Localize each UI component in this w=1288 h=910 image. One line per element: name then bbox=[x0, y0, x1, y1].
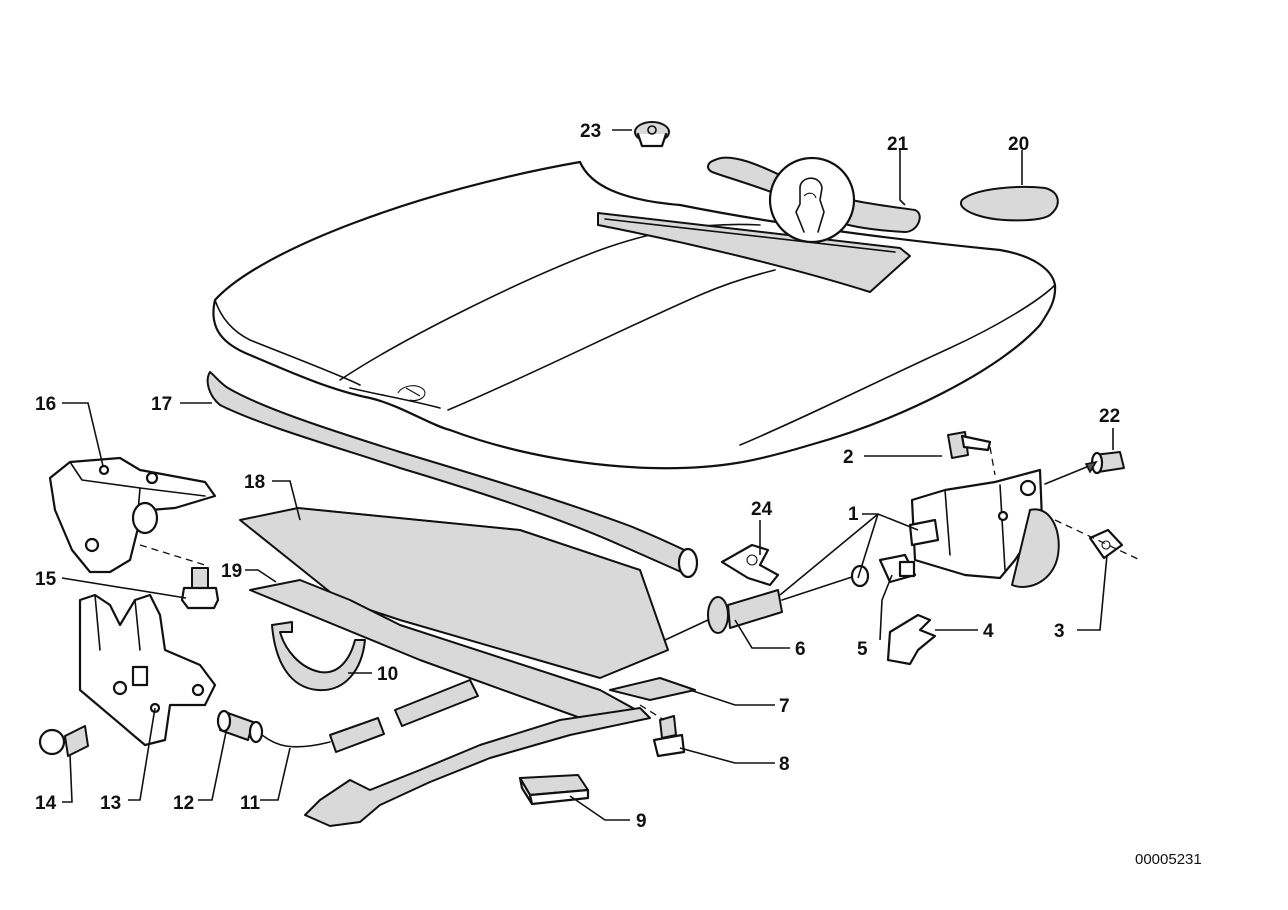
part-24-clip bbox=[720, 543, 780, 587]
diagram-code: 00005231 bbox=[1135, 851, 1202, 868]
part-15-bolt bbox=[180, 567, 220, 610]
callout-1: 1 bbox=[848, 504, 859, 525]
callout-2: 2 bbox=[843, 447, 854, 468]
part-17-seal-strip bbox=[206, 371, 699, 579]
part-18-insulation bbox=[239, 507, 669, 679]
part-8-bolt bbox=[652, 715, 686, 758]
leader-lines bbox=[61, 129, 1114, 821]
callout-4: 4 bbox=[983, 621, 994, 642]
callout-10: 10 bbox=[377, 664, 398, 685]
support-bar bbox=[304, 707, 651, 827]
callout-19: 19 bbox=[221, 561, 242, 582]
bonnet-panel bbox=[212, 160, 1057, 470]
callout-22: 22 bbox=[1099, 406, 1120, 427]
part-11-release-cable bbox=[261, 679, 479, 753]
callout-17: 17 bbox=[151, 394, 172, 415]
callout-3: 3 bbox=[1054, 621, 1065, 642]
callout-18: 18 bbox=[244, 472, 265, 493]
assembly-lines bbox=[139, 446, 1141, 721]
callout-14: 14 bbox=[35, 793, 57, 814]
part-20-cover bbox=[960, 185, 1059, 222]
part-21-seal bbox=[707, 156, 921, 244]
part-2-bolt bbox=[947, 431, 992, 459]
part-3-clip-nut bbox=[1088, 528, 1124, 560]
callout-21: 21 bbox=[887, 134, 909, 155]
callout-8: 8 bbox=[779, 754, 790, 775]
part-13-lock-plate bbox=[78, 593, 217, 747]
callout-5: 5 bbox=[857, 639, 868, 660]
callout-16: 16 bbox=[35, 394, 56, 415]
part-22-pin bbox=[1044, 451, 1125, 485]
callout-24: 24 bbox=[751, 499, 773, 520]
part-4-clip bbox=[886, 613, 937, 666]
callout-6: 6 bbox=[795, 639, 806, 660]
callout-15: 15 bbox=[35, 569, 57, 590]
callout-13: 13 bbox=[100, 793, 121, 814]
part-12-sleeve bbox=[216, 709, 264, 744]
callout-9: 9 bbox=[636, 811, 647, 832]
callout-12: 12 bbox=[173, 793, 194, 814]
callout-23: 23 bbox=[580, 121, 601, 142]
part-6-grommet bbox=[664, 574, 859, 641]
part-1-latch bbox=[850, 468, 1060, 588]
part-23-plug bbox=[634, 121, 670, 148]
part-14-screw bbox=[38, 725, 89, 757]
callout-11: 11 bbox=[240, 793, 261, 814]
part-7-bracket bbox=[609, 677, 696, 701]
callout-labels: 23 21 20 22 16 17 18 19 15 2 1 24 5 4 3 … bbox=[35, 121, 1120, 832]
callout-7: 7 bbox=[779, 696, 790, 717]
callout-20: 20 bbox=[1008, 134, 1029, 155]
part-19-insulation bbox=[249, 579, 641, 726]
part-9-connector bbox=[518, 774, 590, 806]
part-10-clip bbox=[271, 621, 366, 692]
part-16-hinge bbox=[48, 456, 217, 574]
